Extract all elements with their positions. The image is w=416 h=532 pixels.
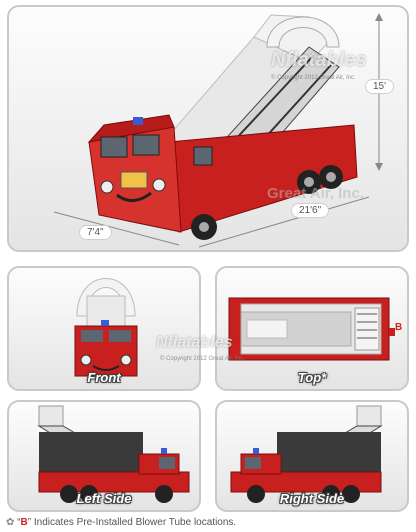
gear-icon: ✿ [6,517,15,528]
footnote-quote-open: “ [17,517,21,528]
height-dimension-label: 15' [365,79,395,94]
brand-watermark: Nflatables [271,49,367,71]
fire-truck-slide-illustration [53,13,383,248]
right-side-view-illustration [230,405,383,503]
front-view-illustration [74,278,138,377]
blower-tube-footnote: ✿ “B” Indicates Pre-Installed Blower Tub… [6,517,236,528]
left-side-view-panel[interactable]: Left Side [7,400,201,512]
footnote-text: Indicates Pre-Installed Blower Tube loca… [31,517,237,528]
length-dimension-label: 21'6" [291,203,330,218]
company-watermark: Great Air, Inc. [267,185,364,202]
copyright-watermark: © Copyright 2012 Great Air, Inc. [271,75,356,81]
front-view-label: Front [87,370,121,385]
main-view-panel: Nflatables © Copyright 2012 Great Air, I… [7,5,409,252]
top-view-label: Top* [297,370,327,385]
top-view-panel[interactable]: B Top* [215,266,409,391]
footnote-marker-b: B [20,517,28,528]
top-view-illustration [228,297,395,361]
blower-marker-b: B [395,322,403,333]
width-dimension-label: 7'4" [79,225,112,240]
right-side-view-label: Right Side [279,491,345,506]
center-brand-watermark: Nflatables [156,334,233,351]
left-side-view-illustration [37,405,190,503]
footnote-quote-close: ” [27,517,32,528]
right-side-view-panel[interactable]: Right Side [215,400,409,512]
center-copyright-watermark: © Copyright 2012 Great Air, Inc. [160,356,245,362]
front-view-panel[interactable]: Front [7,266,201,391]
left-side-view-label: Left Side [76,491,132,506]
